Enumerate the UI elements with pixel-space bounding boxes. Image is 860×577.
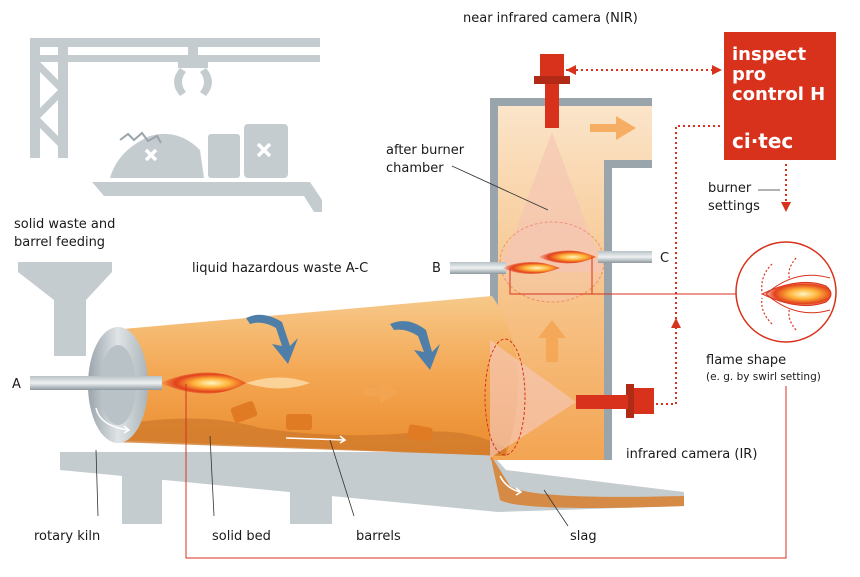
label-after-burner-2: chamber [386,161,444,176]
burner-pipe-b [450,262,506,274]
burner-pipe-c [598,251,652,263]
burner-pipe-a [30,376,162,390]
brand-line-2: pro [732,64,766,85]
inspect-pro-control-box: inspect pro control H ci·tec [724,32,836,160]
kiln-support [60,452,684,524]
label-burner-a: A [12,377,21,392]
label-burner-b: B [432,261,441,276]
nir-camera [534,54,570,128]
flow-arrows [364,116,636,404]
label-feeding-2: barrel feeding [14,235,105,250]
callout-lines [95,165,780,527]
label-feeding-1: solid waste and [14,217,115,232]
signal-arrowheads [566,65,791,328]
flame-link-lines [185,257,787,559]
flame-shape-detail [735,241,837,343]
brand-line-3: control H [732,84,825,105]
flame-c [538,250,596,264]
label-slag: slag [570,529,597,544]
bed-motion-arrows [95,407,523,496]
label-burner-settings-1: burner [708,181,752,196]
brand-line-1: inspect [732,44,806,65]
label-burner-c: C [660,251,669,266]
brand-line-4: ci·tec [732,129,793,153]
label-flame-shape-1: flame shape [706,353,786,368]
label-after-burner-1: after burner [386,143,465,158]
label-ir-camera: infrared camera (IR) [626,447,757,462]
ir-camera [576,384,654,418]
label-rotary-kiln: rotary kiln [34,529,100,544]
label-solid-bed: solid bed [212,529,271,544]
label-barrels: barrels [356,529,401,544]
label-burner-settings-2: settings [708,199,760,214]
label-liquid-waste: liquid hazardous waste A-C [192,261,368,276]
barrels-in-kiln [230,401,433,442]
signal-lines [566,69,787,405]
slag-channel [490,454,684,508]
label-flame-shape-2: (e. g. by swirl setting) [706,371,821,383]
flame-a [160,372,246,394]
flame-b [502,262,560,274]
rotation-arrows [246,314,440,370]
ir-view-cone [490,340,576,458]
crane-structure [30,38,320,158]
label-nir-camera: near infrared camera (NIR) [463,11,638,26]
nir-view-cone [500,132,604,272]
feed-hopper [18,262,112,356]
waste-pile [92,124,322,212]
